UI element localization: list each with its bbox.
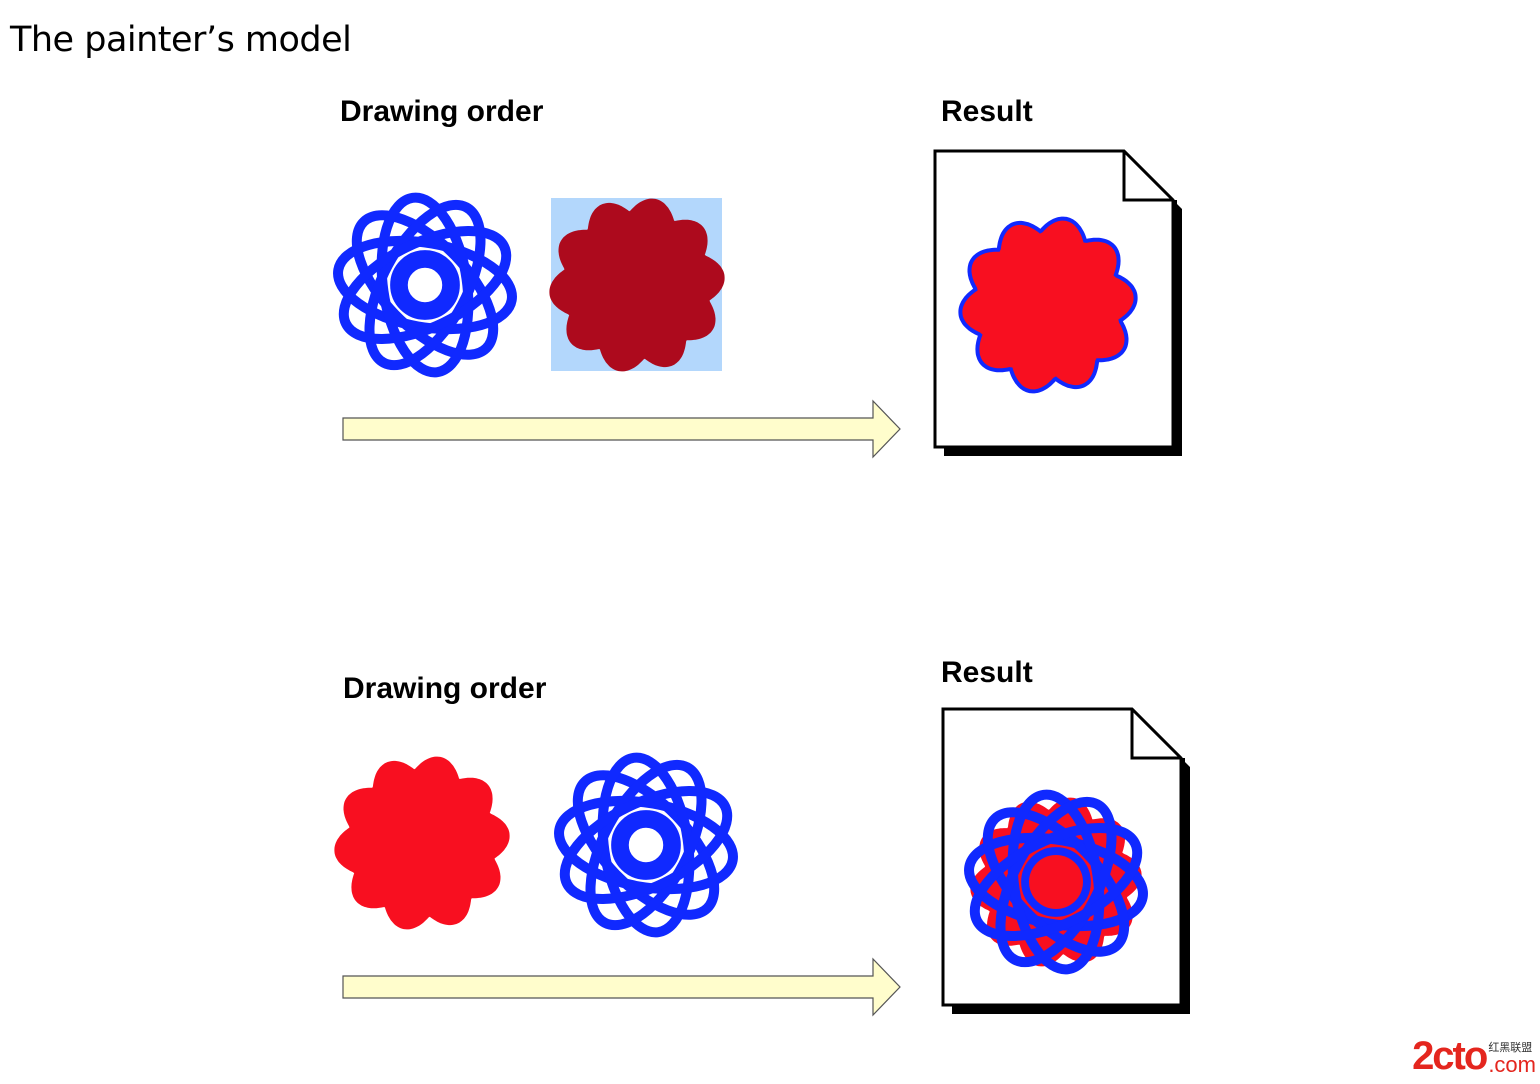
arrow-shape <box>342 957 901 1017</box>
watermark-logo: 2cto 红黑联盟 .com <box>1412 1036 1536 1076</box>
drawing-order-heading-2: Drawing order <box>343 672 547 705</box>
result-heading-2: Result <box>941 656 1033 689</box>
rosette-1 <box>333 192 517 378</box>
rosette-ellipse <box>585 759 707 931</box>
page-fold <box>1122 151 1173 202</box>
rosette-2 <box>554 752 738 938</box>
rosette-ellipse <box>338 226 512 344</box>
order-arrow-2 <box>342 957 901 1017</box>
rosette-ellipse <box>559 786 733 904</box>
arrow-shape <box>342 399 901 459</box>
drawing-order-heading-1: Drawing order <box>340 95 544 128</box>
watermark-com: .com <box>1488 1052 1536 1077</box>
rosette-inner-ring <box>390 250 460 320</box>
rosette-ellipse <box>333 235 517 335</box>
watermark-big: 2cto <box>1412 1034 1488 1078</box>
rosette-ellipse <box>376 192 474 378</box>
rosette-ellipse <box>351 210 499 360</box>
page-title: The painter’s model <box>10 20 352 60</box>
rosette-ellipse <box>969 823 1143 941</box>
result-heading-1: Result <box>941 95 1033 128</box>
rosette-ellipse <box>597 752 695 938</box>
rosette-ellipse <box>982 807 1130 957</box>
red-flower <box>334 756 510 930</box>
page-fold <box>1130 709 1181 760</box>
rosette-inner-ring <box>611 810 681 880</box>
result-center-fill <box>1029 855 1083 909</box>
result-rosette-2 <box>964 789 1148 975</box>
rosette-ellipse <box>964 832 1148 932</box>
rosette-ellipse <box>572 770 720 920</box>
rosette-ellipse <box>995 796 1117 968</box>
rosette-ellipse <box>1007 789 1105 975</box>
rosette-ellipse <box>364 199 486 371</box>
dark-red-flower <box>549 198 725 372</box>
order-arrow-1 <box>342 399 901 459</box>
rosette-ellipse <box>554 795 738 895</box>
watermark-cn: 红黑联盟 <box>1488 1042 1533 1054</box>
result-flower-1 <box>958 216 1138 394</box>
